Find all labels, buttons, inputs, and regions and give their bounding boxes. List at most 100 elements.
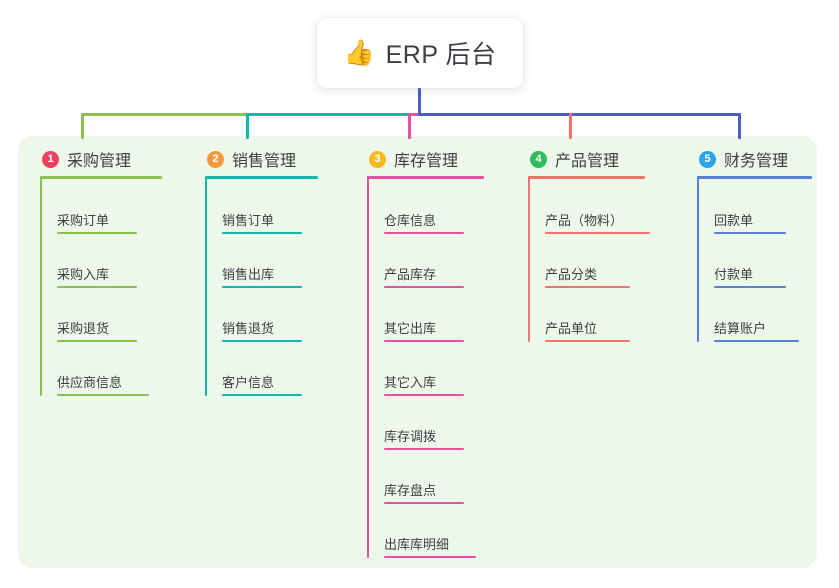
column-header-rule	[528, 176, 645, 179]
column-spine	[205, 176, 207, 396]
column-title: 销售管理	[232, 153, 297, 170]
leaf-item-rule	[384, 448, 464, 450]
leaf-item[interactable]: 销售订单	[222, 200, 302, 234]
leaf-item-label: 出库库明细	[384, 537, 450, 552]
leaf-item-label: 库存调拨	[384, 429, 437, 444]
leaf-item-label: 库存盘点	[384, 483, 437, 498]
leaf-item-rule	[714, 340, 799, 342]
leaf-item[interactable]: 付款单	[714, 254, 786, 288]
column-header-2[interactable]: 2 销售管理	[205, 146, 296, 172]
drop-col-2	[246, 113, 249, 139]
leaf-item[interactable]: 库存调拨	[384, 416, 464, 450]
leaf-item[interactable]: 库存盘点	[384, 470, 464, 504]
leaf-item-label: 产品分类	[545, 267, 598, 282]
leaf-item-label: 其它出库	[384, 321, 437, 336]
leaf-item[interactable]: 采购退货	[57, 308, 137, 342]
leaf-item-rule	[57, 286, 137, 288]
column-spine	[528, 176, 530, 342]
leaf-item[interactable]: 销售出库	[222, 254, 302, 288]
column-badge-5: 5	[699, 150, 716, 168]
leaf-item-rule	[545, 232, 650, 234]
leaf-item[interactable]: 结算账户	[714, 308, 799, 342]
leaf-item-rule	[384, 286, 464, 288]
leaf-item-label: 采购订单	[57, 213, 110, 228]
leaf-item[interactable]: 回款单	[714, 200, 786, 234]
leaf-item-label: 回款单	[714, 213, 754, 228]
leaf-item[interactable]: 其它出库	[384, 308, 464, 342]
leaf-item-rule	[222, 286, 302, 288]
leaf-item-label: 供应商信息	[57, 375, 123, 390]
root-node-inner: 👍 ERP 后台	[343, 35, 496, 71]
leaf-item-label: 销售出库	[222, 267, 275, 282]
drop-col-5	[738, 113, 741, 139]
leaf-item[interactable]: 产品库存	[384, 254, 464, 288]
leaf-item[interactable]: 其它入库	[384, 362, 464, 396]
drop-col-4	[569, 113, 572, 139]
leaf-item[interactable]: 采购订单	[57, 200, 137, 234]
leaf-item-rule	[384, 556, 476, 558]
leaf-item-label: 产品单位	[545, 321, 598, 336]
leaf-item-label: 客户信息	[222, 375, 275, 390]
column-badge-3: 3	[369, 150, 386, 168]
leaf-item[interactable]: 仓库信息	[384, 200, 464, 234]
leaf-item-rule	[545, 286, 630, 288]
column-header-4[interactable]: 4 产品管理	[528, 146, 619, 172]
column-title: 财务管理	[724, 153, 789, 170]
leaf-item-rule	[222, 232, 302, 234]
leaf-item-label: 销售退货	[222, 321, 275, 336]
column-header-rule	[697, 176, 812, 179]
column-header-5[interactable]: 5 财务管理	[697, 146, 788, 172]
leaf-item[interactable]: 销售退货	[222, 308, 302, 342]
leaf-item-label: 付款单	[714, 267, 754, 282]
column-title: 产品管理	[555, 153, 620, 170]
leaf-item-rule	[57, 394, 149, 396]
leaf-item-rule	[222, 340, 302, 342]
leaf-item-rule	[545, 340, 630, 342]
bus-segment-2	[246, 113, 410, 116]
content-panel	[18, 136, 817, 568]
leaf-item-label: 采购退货	[57, 321, 110, 336]
leaf-item[interactable]: 采购入库	[57, 254, 137, 288]
leaf-item-rule	[384, 394, 464, 396]
leaf-item-label: 采购入库	[57, 267, 110, 282]
leaf-item[interactable]: 产品（物料）	[545, 200, 650, 234]
column-header-rule	[205, 176, 318, 179]
bus-segment-1	[81, 113, 248, 116]
column-spine	[367, 176, 369, 558]
leaf-item-rule	[384, 340, 464, 342]
column-2: 2 销售管理销售订单销售出库销售退货客户信息	[205, 146, 318, 396]
bus-segment-3	[408, 113, 420, 116]
column-badge-4: 4	[530, 150, 547, 168]
leaf-item-label: 销售订单	[222, 213, 275, 228]
column-spine	[40, 176, 42, 396]
leaf-item[interactable]: 客户信息	[222, 362, 302, 396]
leaf-item-rule	[222, 394, 302, 396]
leaf-item-rule	[384, 502, 464, 504]
root-node-card[interactable]: 👍 ERP 后台	[317, 18, 523, 88]
leaf-item-rule	[57, 232, 137, 234]
leaf-item[interactable]: 产品单位	[545, 308, 630, 342]
leaf-item-rule	[57, 340, 137, 342]
leaf-item[interactable]: 产品分类	[545, 254, 630, 288]
column-5: 5 财务管理回款单付款单结算账户	[697, 146, 812, 342]
column-header-rule	[367, 176, 484, 179]
bus-segment-4	[418, 113, 741, 116]
root-stem	[418, 88, 421, 116]
thumbs-up-icon: 👍	[343, 38, 375, 67]
column-spine	[697, 176, 699, 342]
leaf-item-label: 其它入库	[384, 375, 437, 390]
leaf-item-label: 产品库存	[384, 267, 437, 282]
column-4: 4 产品管理产品（物料） 产品分类产品单位	[528, 146, 650, 342]
leaf-item[interactable]: 出库库明细	[384, 524, 476, 558]
column-badge-2: 2	[207, 150, 224, 168]
leaf-item-label: 仓库信息	[384, 213, 437, 228]
drop-col-1	[81, 113, 84, 139]
column-badge-1: 1	[42, 150, 59, 168]
leaf-item-label: 产品（物料）	[545, 213, 624, 228]
leaf-item[interactable]: 供应商信息	[57, 362, 149, 396]
